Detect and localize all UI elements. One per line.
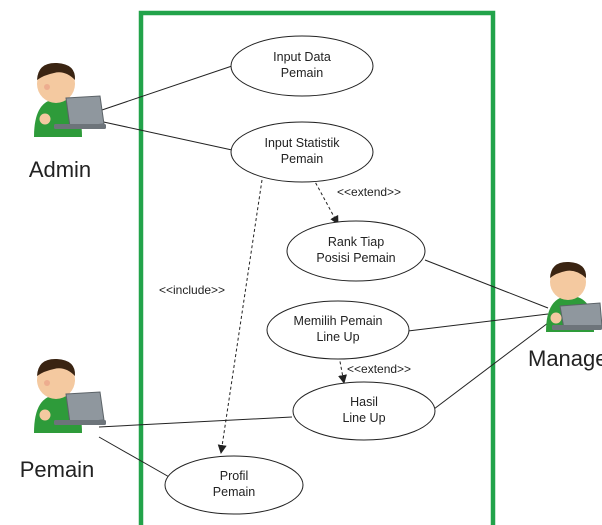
use-case-memilih-line1: Memilih Pemain bbox=[294, 314, 383, 328]
assoc-manager-memilih bbox=[407, 313, 549, 332]
assoc-admin-input-statistik bbox=[98, 120, 233, 151]
use-case-rank-line1: Rank Tiap bbox=[328, 235, 384, 249]
include-label: <<include>> bbox=[159, 283, 225, 297]
assoc-manager-rank bbox=[424, 259, 549, 309]
use-case-input-statistik[interactable]: Input Statistik Pemain bbox=[230, 121, 374, 183]
assoc-pemain-profil bbox=[98, 436, 179, 483]
admin-person-icon bbox=[34, 62, 106, 137]
actor-manager[interactable]: Manage bbox=[528, 261, 602, 371]
assoc-pemain-hasil bbox=[98, 416, 293, 428]
manager-person-icon bbox=[546, 261, 602, 332]
associations bbox=[98, 65, 549, 483]
pemain-person-icon bbox=[34, 358, 106, 433]
use-case-hasil-line2: Line Up bbox=[342, 411, 385, 425]
use-case-profil-line1: Profil bbox=[220, 469, 248, 483]
extend-label-1: <<extend>> bbox=[337, 185, 401, 199]
actor-admin[interactable]: Admin bbox=[29, 62, 106, 182]
use-case-input-statistik-line1: Input Statistik bbox=[264, 136, 340, 150]
use-case-input-data[interactable]: Input Data Pemain bbox=[230, 35, 374, 97]
actor-pemain-label: Pemain bbox=[20, 457, 95, 482]
actor-manager-label: Manage bbox=[528, 346, 602, 371]
assoc-admin-input-data bbox=[98, 65, 233, 112]
extend-line-1 bbox=[312, 177, 339, 225]
use-case-input-data-line2: Pemain bbox=[281, 66, 323, 80]
dependencies bbox=[217, 177, 347, 454]
use-case-hasil[interactable]: Hasil Line Up bbox=[292, 381, 436, 441]
use-case-rank[interactable]: Rank Tiap Posisi Pemain bbox=[286, 220, 426, 282]
use-case-hasil-line1: Hasil bbox=[350, 395, 378, 409]
actor-admin-label: Admin bbox=[29, 157, 91, 182]
use-case-input-data-line1: Input Data bbox=[273, 50, 331, 64]
use-case-memilih[interactable]: Memilih Pemain Line Up bbox=[266, 300, 410, 360]
extend-label-2: <<extend>> bbox=[347, 362, 411, 376]
use-case-profil[interactable]: Profil Pemain bbox=[164, 455, 304, 515]
include-line bbox=[217, 179, 263, 454]
use-case-memilih-line2: Line Up bbox=[316, 330, 359, 344]
use-case-profil-line2: Pemain bbox=[213, 485, 255, 499]
actor-pemain[interactable]: Pemain bbox=[20, 358, 106, 482]
use-case-input-statistik-line2: Pemain bbox=[281, 152, 323, 166]
use-case-rank-line2: Posisi Pemain bbox=[316, 251, 395, 265]
system-boundary bbox=[138, 10, 496, 525]
extend-line-2 bbox=[338, 355, 347, 384]
assoc-manager-hasil bbox=[433, 322, 549, 410]
